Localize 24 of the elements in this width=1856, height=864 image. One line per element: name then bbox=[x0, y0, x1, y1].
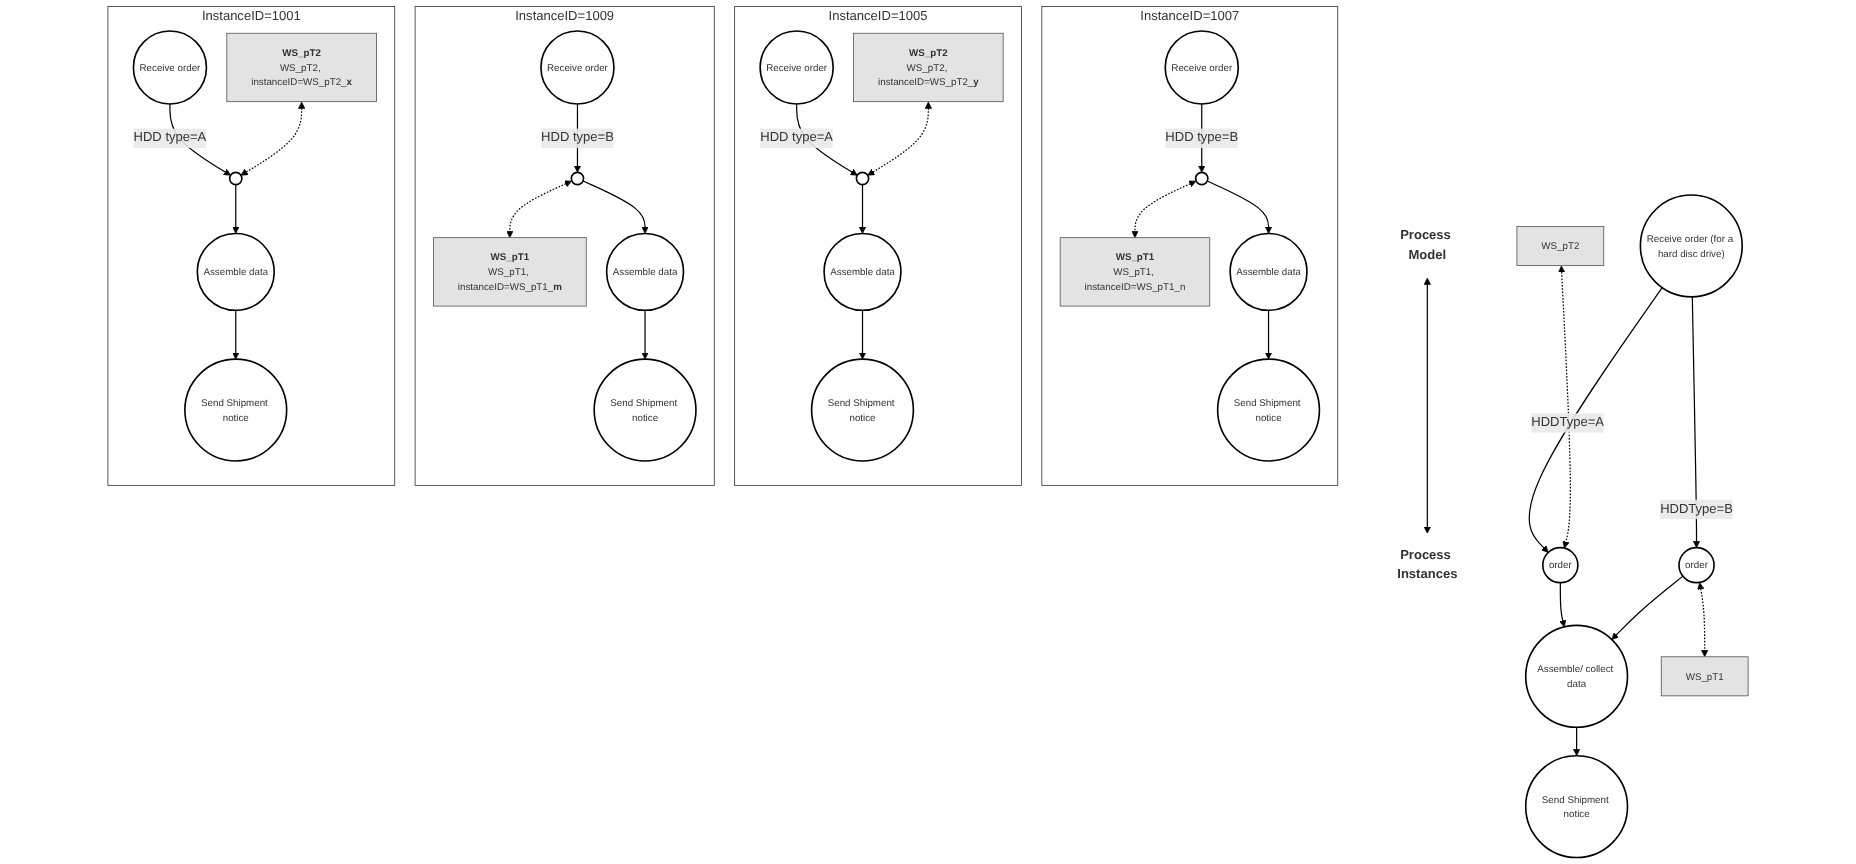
arrow bbox=[1573, 726, 1581, 757]
arrow bbox=[867, 101, 932, 176]
arrow bbox=[1264, 309, 1273, 360]
node-circle bbox=[855, 171, 870, 186]
arrow bbox=[1206, 180, 1273, 234]
node-circle bbox=[228, 171, 243, 186]
arrow bbox=[858, 184, 867, 234]
node-circle bbox=[1194, 171, 1209, 186]
arrow bbox=[641, 309, 649, 360]
arrow bbox=[1528, 287, 1663, 553]
node-circle bbox=[570, 171, 585, 186]
arrow bbox=[1131, 180, 1197, 238]
arrow bbox=[240, 101, 306, 176]
arrow bbox=[232, 184, 240, 234]
arrow bbox=[1559, 582, 1567, 628]
arrow bbox=[1423, 277, 1431, 534]
arrow bbox=[1558, 265, 1571, 549]
arrow bbox=[582, 180, 649, 234]
arrow bbox=[232, 309, 240, 360]
arrow bbox=[506, 180, 572, 238]
arrow bbox=[1691, 296, 1701, 548]
arrow bbox=[1611, 575, 1684, 640]
arrow bbox=[858, 309, 867, 360]
arrow bbox=[1697, 582, 1709, 658]
